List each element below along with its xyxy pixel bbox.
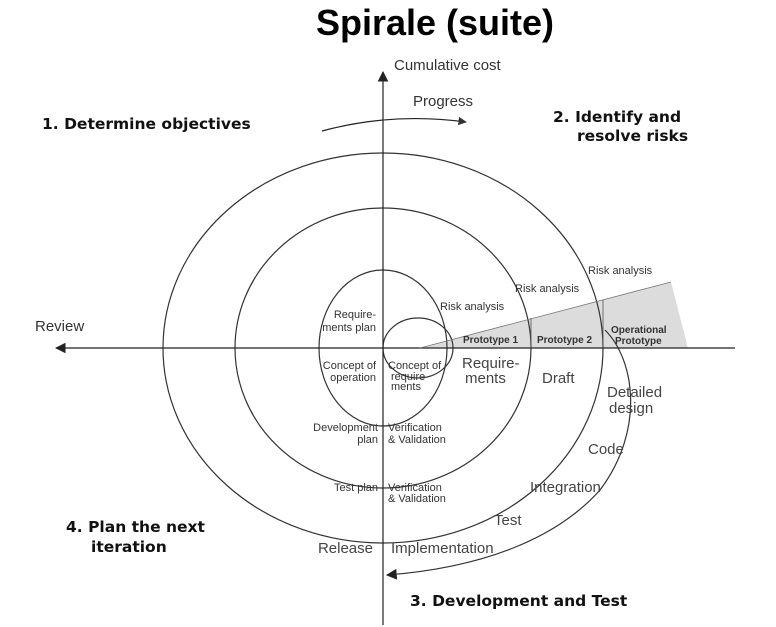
integration-label: Integration <box>530 479 601 496</box>
verification-validation-2-line1: Verification <box>388 482 442 494</box>
cumulative-cost-label: Cumulative cost <box>394 57 502 74</box>
quadrant-2-heading-line1: 2. Identify and <box>553 108 681 126</box>
quadrant-4-heading-line2: iteration <box>91 538 167 556</box>
requirements-plan-label-line1: Require- <box>334 309 377 321</box>
slide-title: Spirale (suite) <box>316 2 554 43</box>
verification-validation-2-line2: & Validation <box>388 493 446 505</box>
progress-arrow <box>321 116 467 132</box>
draft-label: Draft <box>542 370 575 387</box>
requirements-plan-label-line2: ments plan <box>322 322 376 334</box>
verification-validation-1-line1: Verification <box>388 422 442 434</box>
risk-analysis-label-3: Risk analysis <box>588 265 653 277</box>
prototype-2-label: Prototype 2 <box>537 335 592 346</box>
concept-requirements-label-line2: require- <box>391 371 429 383</box>
verification-validation-1-line2: & Validation <box>388 434 446 446</box>
risk-analysis-label-2: Risk analysis <box>515 283 580 295</box>
implementation-label: Implementation <box>391 540 494 557</box>
concept-operation-label-line1: Concept of <box>323 360 377 372</box>
detailed-design-label-line2: design <box>609 400 653 417</box>
concept-requirements-label-line3: ments <box>391 381 421 393</box>
code-label: Code <box>588 441 624 458</box>
test-label: Test <box>494 512 522 529</box>
concept-requirements-label-line1: Concept of <box>388 360 442 372</box>
quadrant-1-heading: 1. Determine objectives <box>42 115 251 133</box>
progress-label: Progress <box>413 93 473 110</box>
requirements-label-line1: Require- <box>462 355 520 372</box>
risk-analysis-label-1: Risk analysis <box>440 301 505 313</box>
development-plan-label-line1: Development <box>313 422 378 434</box>
concept-operation-label-line2: operation <box>330 372 376 384</box>
detailed-design-label-line1: Detailed <box>607 384 662 401</box>
quadrant-3-heading: 3. Development and Test <box>410 592 628 610</box>
operational-prototype-label-line2: Prototype <box>615 336 662 347</box>
operational-prototype-label-line1: Operational <box>611 325 667 336</box>
requirements-label-line2: ments <box>465 370 506 387</box>
release-label: Release <box>318 540 373 557</box>
quadrant-2-heading-line2: resolve risks <box>577 127 688 145</box>
outer-spiral-arc <box>385 329 632 580</box>
risk-diagonal-line <box>419 281 672 349</box>
quadrant-4-heading-line1: 4. Plan the next <box>66 518 206 536</box>
review-label: Review <box>35 318 84 335</box>
risk-shaded-wedge <box>420 282 688 348</box>
test-plan-label: Test plan <box>334 482 378 494</box>
prototype-1-label: Prototype 1 <box>463 335 518 346</box>
development-plan-label-line2: plan <box>357 434 378 446</box>
